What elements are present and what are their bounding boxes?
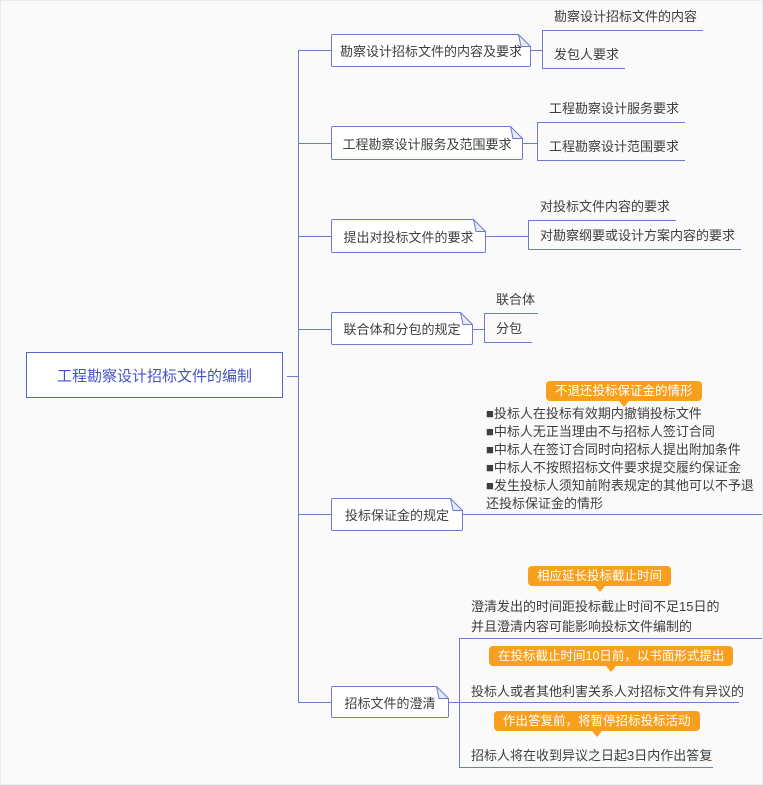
- connector-line: [298, 514, 331, 515]
- branch-box-clarification[interactable]: 招标文件的澄清: [331, 686, 449, 718]
- text-line: 澄清发出的时间距投标截止时间不足15日的: [471, 599, 720, 614]
- bullet-item: ■中标人不按照招标文件要求提交履约保证金: [486, 460, 741, 475]
- branch-box-bid-doc-requirements[interactable]: 提出对投标文件的要求: [331, 219, 486, 253]
- connector-line: [463, 514, 762, 515]
- branch-label: 勘察设计招标文件的内容及要求: [339, 44, 522, 59]
- bullet-item: ■中标人无正当理由不与招标人签订合同: [486, 424, 715, 439]
- connector-line: [484, 313, 485, 343]
- child-node[interactable]: 工程勘察设计范围要求: [537, 135, 686, 161]
- branch-label: 投标保证金的规定: [344, 508, 449, 523]
- bullet-item: ■发生投标人须知前附表规定的其他可以不予退: [486, 478, 754, 493]
- child-node-text[interactable]: 招标人将在收到异议之日起3日内作出答复: [471, 748, 713, 763]
- branch-label: 提出对投标文件的要求: [343, 229, 474, 245]
- root-node[interactable]: 工程勘察设计招标文件的编制: [26, 352, 283, 398]
- callout-badge[interactable]: 在投标截止时间10日前，以书面形式提出: [489, 646, 734, 672]
- branch-label: 工程勘察设计服务及范围要求: [342, 136, 512, 152]
- connector-line: [459, 702, 739, 703]
- folded-corner-icon: [517, 34, 531, 47]
- child-node[interactable]: 分包: [484, 317, 532, 343]
- connector-line: [298, 143, 331, 144]
- connector-line: [528, 220, 529, 249]
- child-node[interactable]: 勘察设计招标文件的内容: [542, 5, 704, 31]
- connector-line: [298, 50, 331, 51]
- child-node[interactable]: 对勘察纲要或设计方案内容的要求: [528, 224, 742, 250]
- branch-box-service-scope[interactable]: 工程勘察设计服务及范围要求: [331, 126, 523, 160]
- folded-corner-icon: [509, 126, 523, 139]
- branch-box-consortium-subcontract[interactable]: 联合体和分包的规定: [331, 312, 473, 345]
- folded-corner-icon: [459, 312, 473, 325]
- root-node-label: 工程勘察设计招标文件的编制: [56, 367, 252, 385]
- connector-line: [542, 30, 543, 68]
- connector-line: [298, 329, 331, 330]
- child-node[interactable]: 工程勘察设计服务要求: [537, 97, 686, 123]
- branch-label: 招标文件的澄清: [344, 695, 436, 711]
- connector-line: [537, 122, 538, 160]
- bullet-item: 还投标保证金的情形: [486, 496, 604, 511]
- text-line: 并且澄清内容可能影响投标文件编制的: [471, 619, 693, 634]
- folded-corner-icon: [435, 686, 449, 699]
- child-node[interactable]: 对投标文件内容的要求: [528, 195, 677, 221]
- connector-line: [473, 329, 484, 330]
- child-node[interactable]: 联合体: [484, 288, 538, 314]
- connector-line: [531, 50, 542, 51]
- bullet-item: ■中标人在签订合同时向招标人提出附加条件: [486, 442, 741, 457]
- connector-line: [459, 638, 762, 639]
- connector-line: [449, 702, 459, 703]
- callout-badge[interactable]: 作出答复前，将暂停招标投标活动: [494, 711, 700, 737]
- child-node-text[interactable]: 投标人或者其他利害关系人对招标文件有异议的: [471, 684, 745, 699]
- connector-line: [298, 236, 331, 237]
- callout-badge[interactable]: 相应延长投标截止时间: [528, 566, 672, 592]
- folded-corner-icon: [449, 498, 463, 511]
- connector-line: [523, 143, 537, 144]
- branch-label: 联合体和分包的规定: [343, 322, 461, 337]
- connector-line: [287, 376, 299, 377]
- bullet-list: ■投标人在投标有效期内撤销投标文件 ■中标人无正当理由不与招标人签订合同 ■中标…: [486, 405, 754, 513]
- folded-corner-icon: [472, 219, 486, 232]
- branch-box-contents-requirements[interactable]: 勘察设计招标文件的内容及要求: [331, 34, 531, 67]
- connector-line: [459, 767, 713, 768]
- child-node-text[interactable]: 澄清发出的时间距投标截止时间不足15日的 并且澄清内容可能影响投标文件编制的: [471, 597, 719, 637]
- bullet-item: ■投标人在投标有效期内撤销投标文件: [486, 406, 702, 421]
- branch-box-bid-bond[interactable]: 投标保证金的规定: [331, 498, 463, 531]
- connector-line: [298, 702, 331, 703]
- child-node[interactable]: 发包人要求: [542, 43, 626, 69]
- connector-line: [486, 236, 528, 237]
- callout-badge[interactable]: 不退还投标保证金的情形: [546, 381, 702, 407]
